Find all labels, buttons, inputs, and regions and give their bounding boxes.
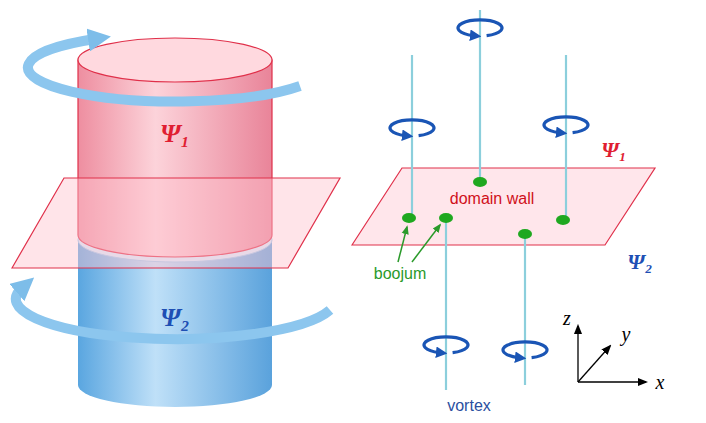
boojum-dot: [518, 229, 532, 239]
vortex-line: [565, 55, 567, 220]
circulation-arrow: [503, 342, 547, 358]
rotation-arrow: [16, 288, 330, 339]
domain-wall-plane: [352, 168, 655, 245]
circulation-arrow: [458, 20, 502, 36]
order-parameter: Ψ₁: [601, 138, 626, 162]
vortex-line: [445, 218, 447, 390]
psi1-top: [78, 38, 272, 82]
vortex-line: [411, 55, 413, 218]
circulation-arrow: [544, 117, 588, 133]
order-parameter: Ψ₁: [160, 120, 190, 149]
boojum-label: boojum: [374, 265, 426, 283]
vortex-line: [479, 10, 481, 182]
rotation-arrow: [28, 39, 300, 101]
boojum-dot: [473, 177, 487, 187]
axis-label: y: [622, 323, 631, 345]
circulation-arrow: [424, 337, 468, 353]
vortex-line: [524, 234, 526, 385]
circulation-arrow: [390, 120, 434, 136]
circulation-arrows: [390, 20, 588, 358]
axes: [578, 326, 646, 382]
leader-lines: [398, 225, 440, 262]
order-parameter: Ψ₂: [627, 250, 652, 274]
vortex-label: vortex: [447, 397, 491, 415]
y-axis: [578, 346, 610, 382]
axis-label: z: [563, 307, 571, 329]
vortex-lines: [412, 10, 566, 390]
z-axis: [577, 326, 578, 382]
boojum-dot: [439, 213, 453, 223]
wall-label: domain wall: [450, 190, 534, 208]
axis-label: x: [656, 371, 665, 393]
order-parameter: Ψ₂: [160, 304, 190, 333]
boojums: [402, 177, 570, 239]
x-axis: [578, 381, 646, 382]
leader-line: [398, 227, 407, 262]
boojum-dot: [402, 213, 416, 223]
leader-line: [412, 225, 440, 262]
domain-wall-plane: [12, 178, 340, 268]
boojum-dot: [556, 215, 570, 225]
